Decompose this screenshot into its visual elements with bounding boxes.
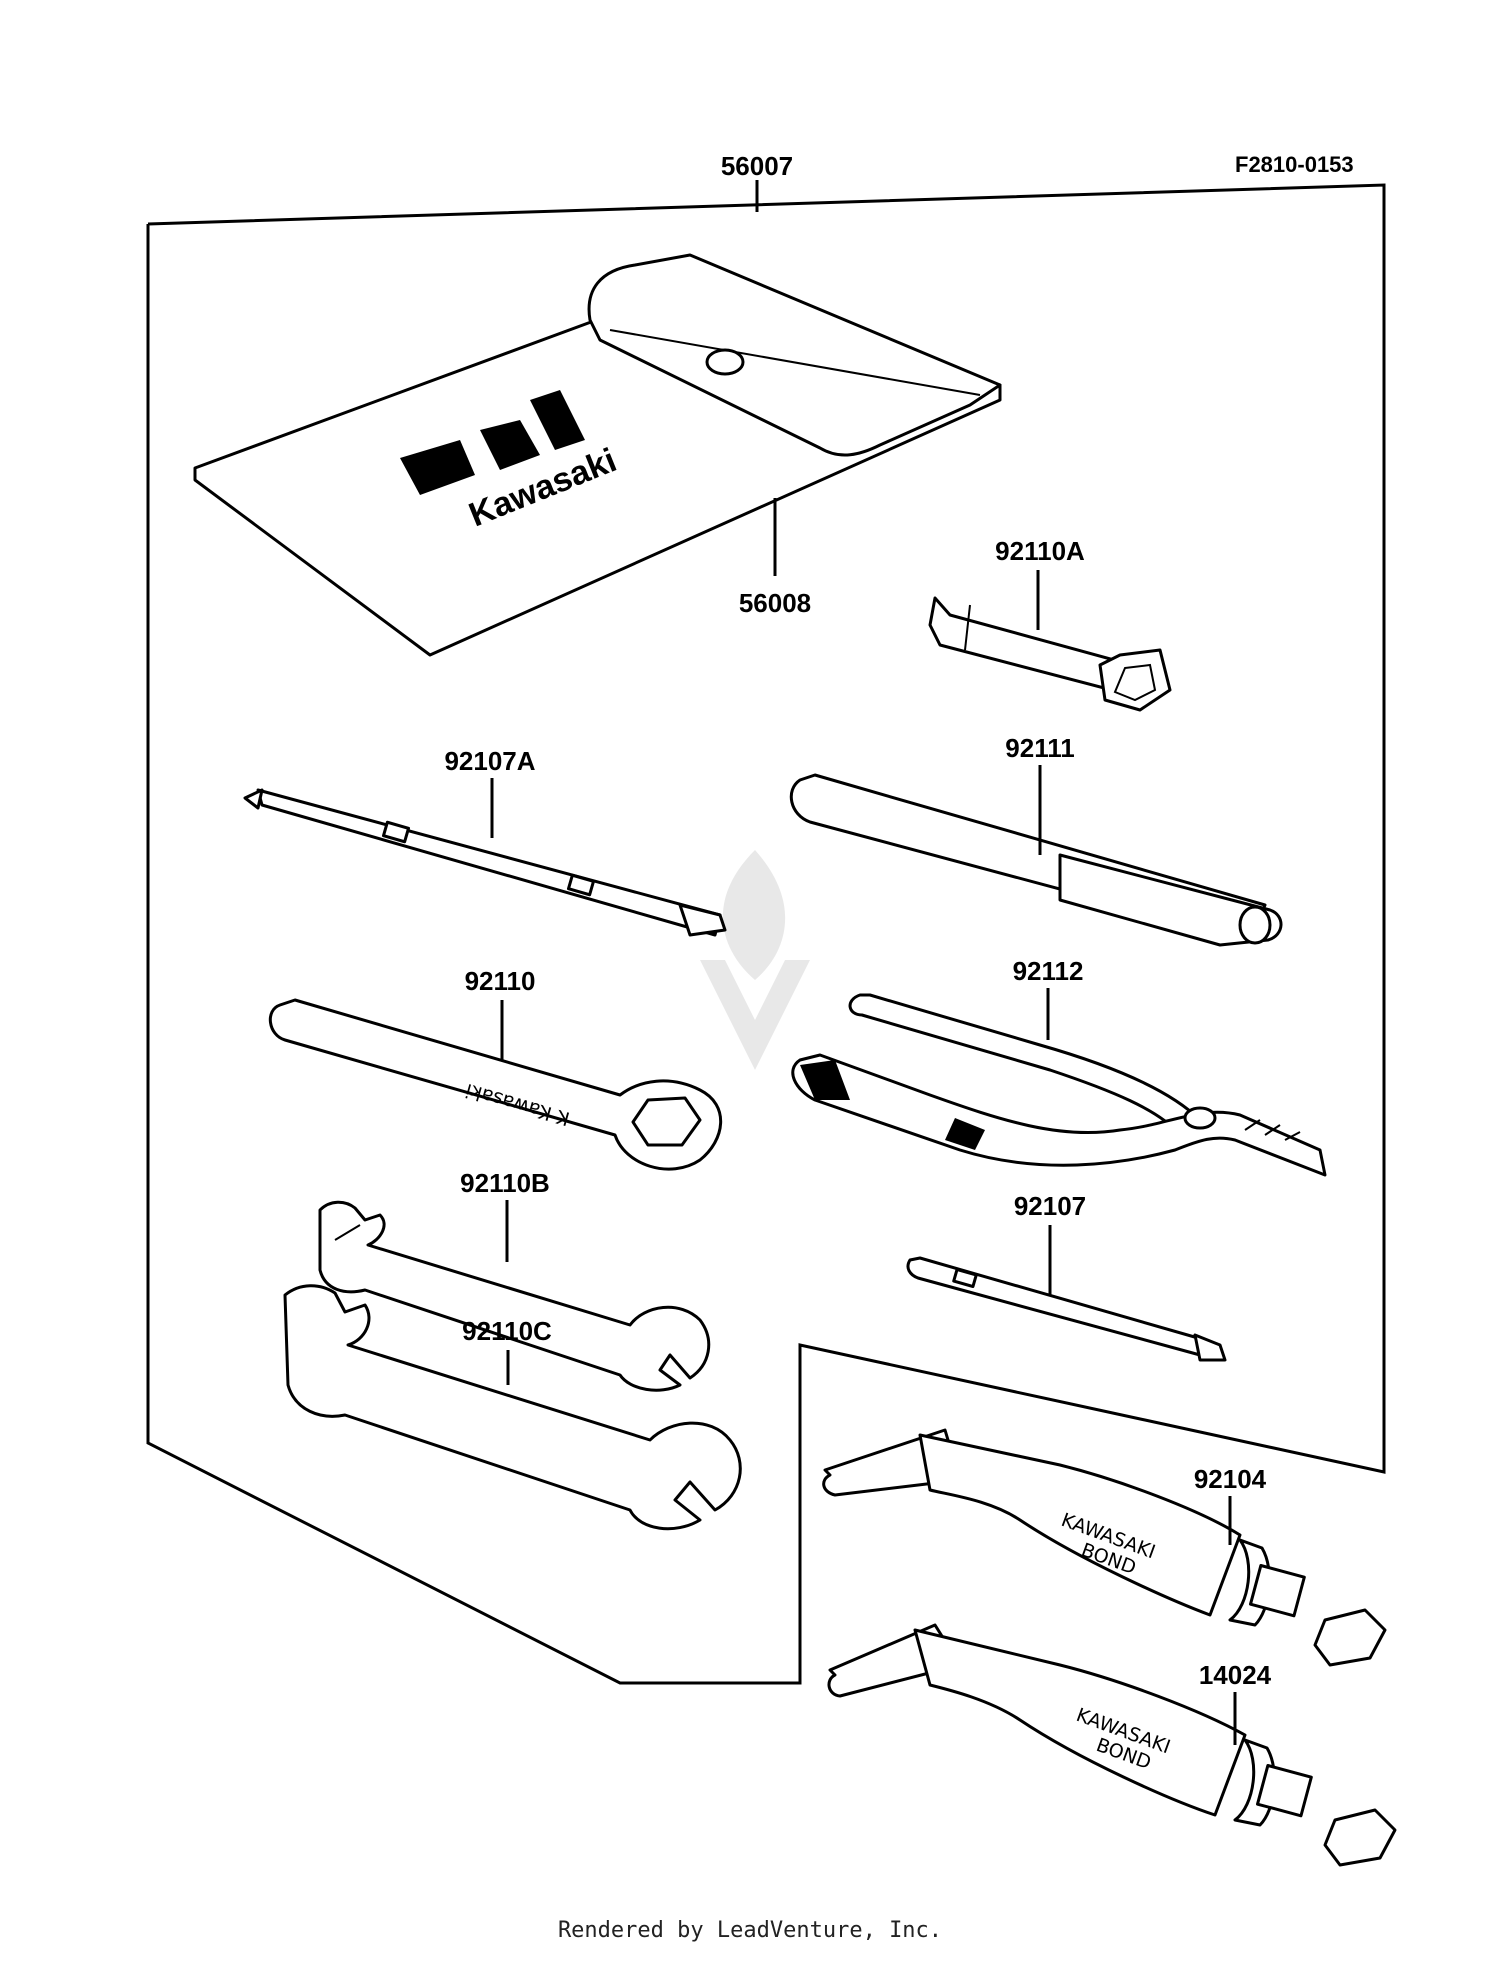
handle-bar [789,773,1283,947]
part-label-92111: 92111 [1005,733,1074,763]
part-label-56008: 56008 [739,588,811,618]
bond-tube-2: KAWASAKI BOND [827,1623,1397,1867]
screwdriver [906,1256,1227,1362]
plug-wrench [928,596,1172,712]
combo-screwdriver [243,788,727,937]
open-wrench-large [283,1284,742,1531]
box-wrench: K Kawasaki [269,998,723,1171]
part-label-56007: 56007 [721,151,793,181]
part-label-14024: 14024 [1199,1660,1272,1690]
set-bracket [146,180,1386,1685]
watermark-logo [700,850,810,1070]
open-wrench-small [318,1200,711,1392]
part-label-92110b: 92110B [460,1168,550,1198]
part-label-92107: 92107 [1014,1191,1086,1221]
pliers [791,993,1327,1177]
render-credit: Rendered by LeadVenture, Inc. [557,1918,943,1943]
part-label-92110c: 92110C [462,1316,552,1346]
part-label-92110: 92110 [465,966,536,996]
part-label-92112: 92112 [1013,956,1084,986]
part-label-92107a: 92107A [444,746,535,776]
bond-tube-1: KAWASAKI BOND [822,1428,1387,1667]
tool-pouch: Kawasaki [193,253,1002,657]
diagram-code: F2810-0153 [1235,152,1354,177]
part-label-92110a: 92110A [995,536,1085,566]
part-label-92104: 92104 [1194,1464,1267,1494]
